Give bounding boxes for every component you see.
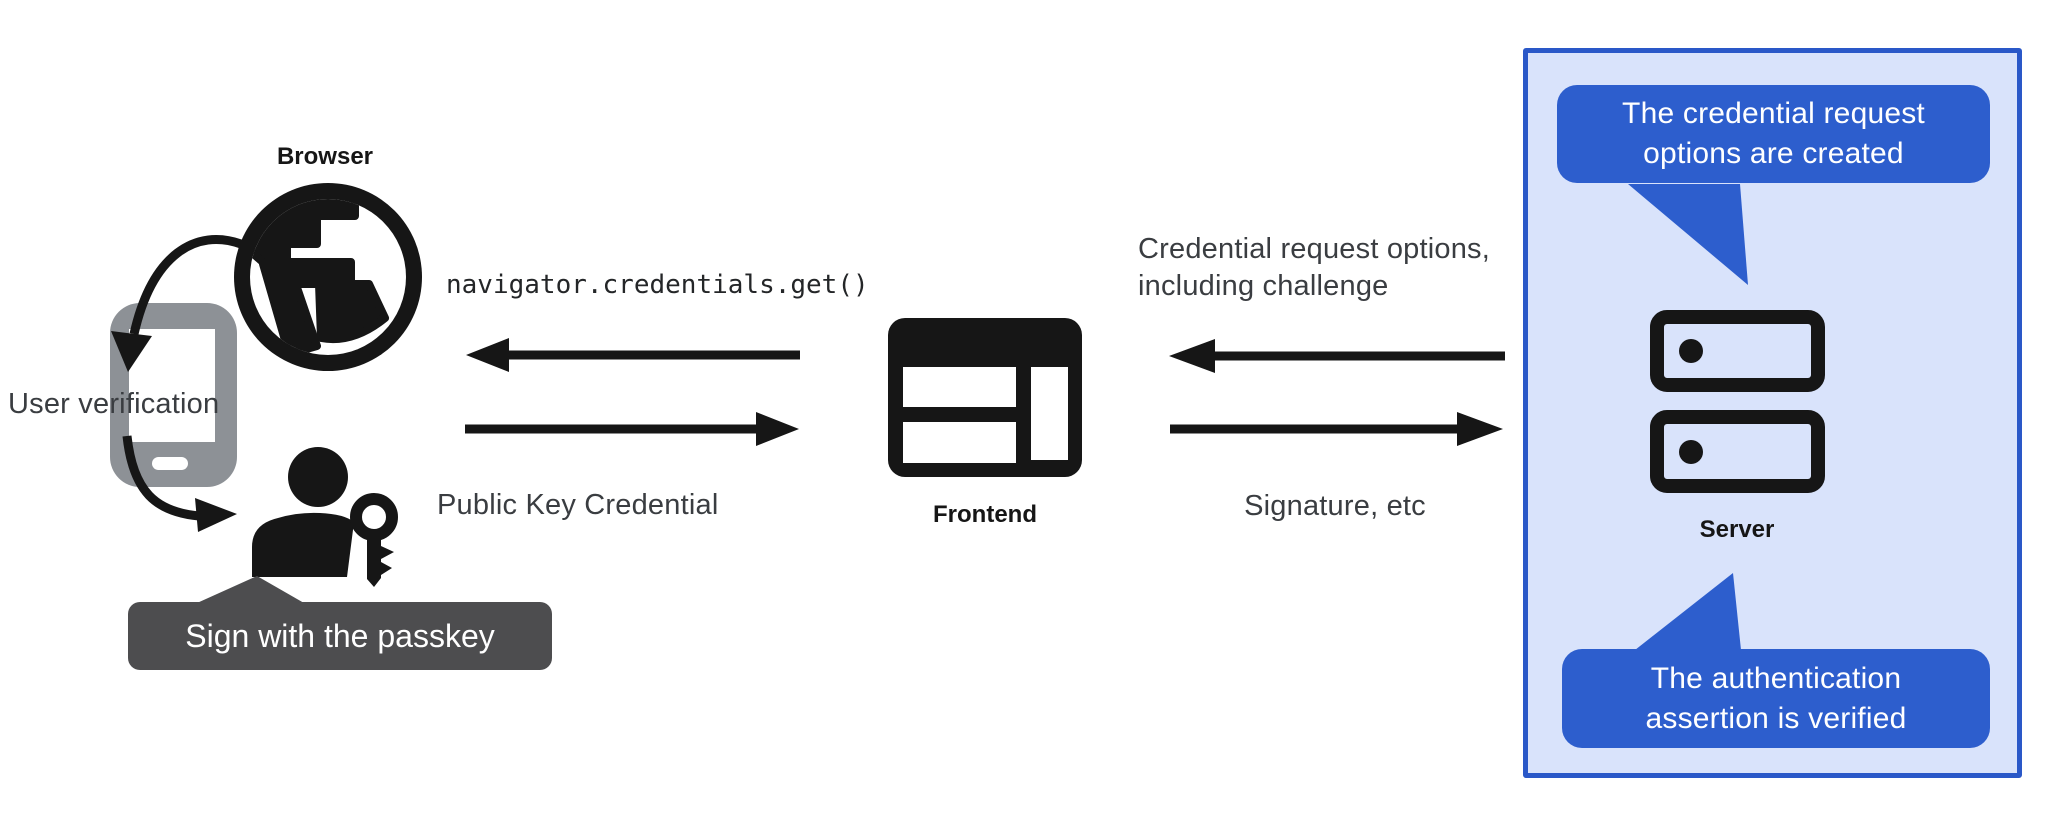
assertion-verified-bubble: The authentication assertion is verified	[1562, 649, 1990, 748]
frontend-window-icon	[888, 318, 1082, 477]
credential-request-options-line2: including challenge	[1138, 270, 1389, 302]
user-icon	[252, 447, 354, 577]
server-icon	[1650, 310, 1825, 493]
credential-options-created-line1: The credential request	[1622, 97, 1925, 130]
key-icon	[350, 493, 398, 587]
frontend-to-server-arrow	[1170, 412, 1503, 446]
credential-request-options-label: Credential request options, including ch…	[1138, 231, 1490, 305]
public-key-credential-label: Public Key Credential	[437, 489, 719, 521]
credential-request-options-line1: Credential request options,	[1138, 233, 1490, 265]
assertion-verified-line2: assertion is verified	[1645, 701, 1907, 735]
passkey-tooltip-text: Sign with the passkey	[185, 617, 495, 654]
credentials-get-code: navigator.credentials.get()	[446, 270, 869, 300]
globe-icon	[234, 183, 422, 371]
credential-options-created-bubble: The credential request options are creat…	[1557, 85, 1990, 183]
assertion-verified-line1: The authentication	[1650, 661, 1902, 695]
signature-label: Signature, etc	[1244, 490, 1426, 522]
passkey-tooltip: Sign with the passkey	[128, 602, 552, 670]
bottom-bubble-tail	[1635, 573, 1741, 650]
frontend-label: Frontend	[933, 501, 1037, 528]
server-label: Server	[1699, 516, 1775, 543]
browser-to-frontend-arrow	[465, 412, 799, 446]
frontend-to-browser-arrow	[466, 338, 800, 372]
credential-options-created-line2: options are created	[1643, 137, 1904, 170]
tooltip-pointer	[197, 576, 304, 603]
phone-to-user-arrow	[122, 435, 237, 532]
server-to-frontend-arrow	[1169, 339, 1505, 373]
browser-label: Browser	[276, 143, 374, 170]
globe-to-phone-arrow	[111, 235, 243, 372]
top-bubble-tail	[1628, 184, 1748, 285]
user-verification-label: User verification	[8, 388, 220, 420]
